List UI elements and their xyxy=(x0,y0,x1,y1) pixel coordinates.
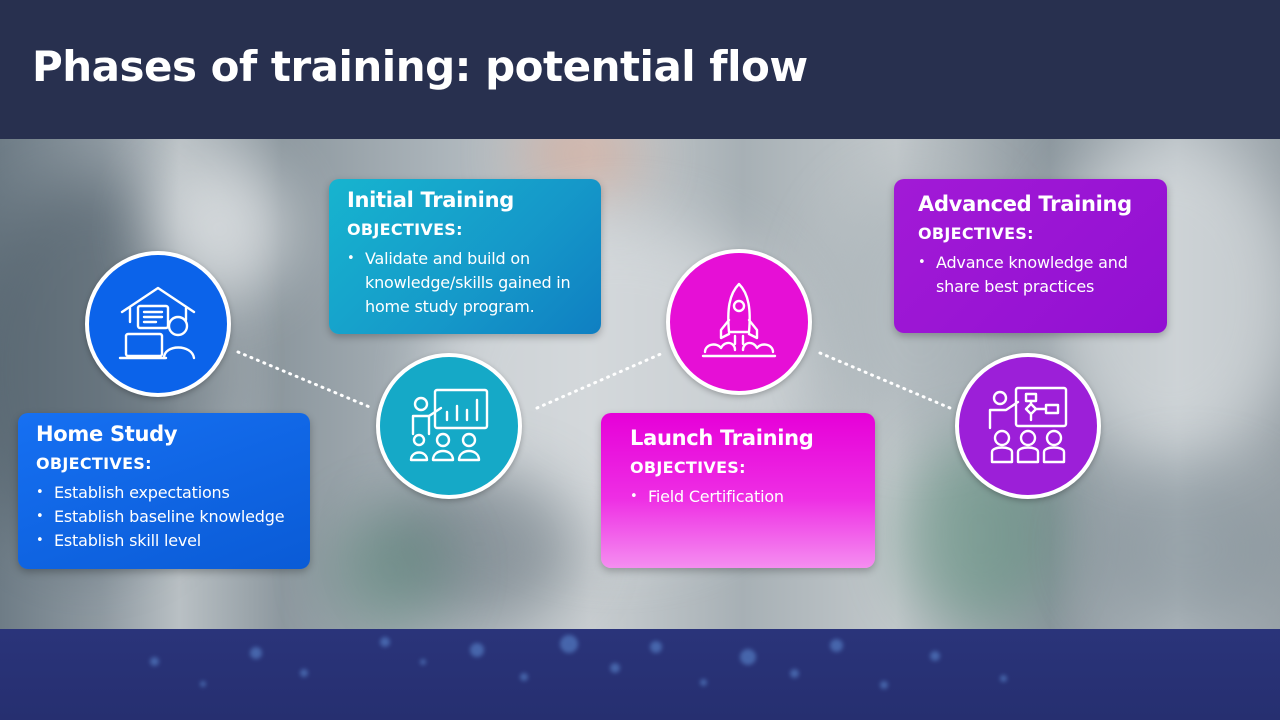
initial-training-objectives-label: OBJECTIVES: xyxy=(347,220,463,239)
initial-training-circle xyxy=(376,353,522,499)
rocket-launch-icon xyxy=(701,282,777,358)
launch-training-objectives-label: OBJECTIVES: xyxy=(630,458,746,477)
home-study-card: Home Study OBJECTIVES: Establish expecta… xyxy=(18,413,310,569)
launch-training-objectives-list: Field Certification xyxy=(630,485,857,509)
home-study-objective: Establish skill level xyxy=(36,529,292,553)
advanced-training-objectives-label: OBJECTIVES: xyxy=(918,224,1034,243)
advanced-training-objectives-list: Advance knowledge and share best practic… xyxy=(918,251,1149,299)
slide-title: Phases of training: potential flow xyxy=(32,42,808,91)
advanced-training-card: Advanced Training OBJECTIVES: Advance kn… xyxy=(894,179,1167,333)
home-study-objectives-label: OBJECTIVES: xyxy=(36,454,152,473)
home-study-title: Home Study xyxy=(36,422,178,446)
home-study-objective: Establish expectations xyxy=(36,481,292,505)
footer-band xyxy=(0,629,1280,720)
advanced-training-title: Advanced Training xyxy=(918,192,1132,216)
flowchart-presentation-icon xyxy=(988,386,1068,464)
home-study-objectives-list: Establish expectations Establish baselin… xyxy=(36,481,292,553)
title-bar: Phases of training: potential flow xyxy=(0,0,1280,139)
launch-training-card: Launch Training OBJECTIVES: Field Certif… xyxy=(601,413,875,568)
presentation-chart-icon xyxy=(409,388,489,462)
home-study-objective: Establish baseline knowledge xyxy=(36,505,292,529)
initial-training-card: Initial Training OBJECTIVES: Validate an… xyxy=(329,179,601,334)
home-study-circle xyxy=(85,251,231,397)
launch-training-title: Launch Training xyxy=(630,426,814,450)
initial-training-objectives-list: Validate and build on knowledge/skills g… xyxy=(347,247,583,319)
advanced-training-objective: Advance knowledge and share best practic… xyxy=(918,251,1149,299)
home-study-laptop-icon xyxy=(118,286,196,360)
initial-training-objective: Validate and build on knowledge/skills g… xyxy=(347,247,583,319)
launch-training-circle xyxy=(666,249,812,395)
initial-training-title: Initial Training xyxy=(347,188,514,212)
advanced-training-circle xyxy=(955,353,1101,499)
launch-training-objective: Field Certification xyxy=(630,485,857,509)
